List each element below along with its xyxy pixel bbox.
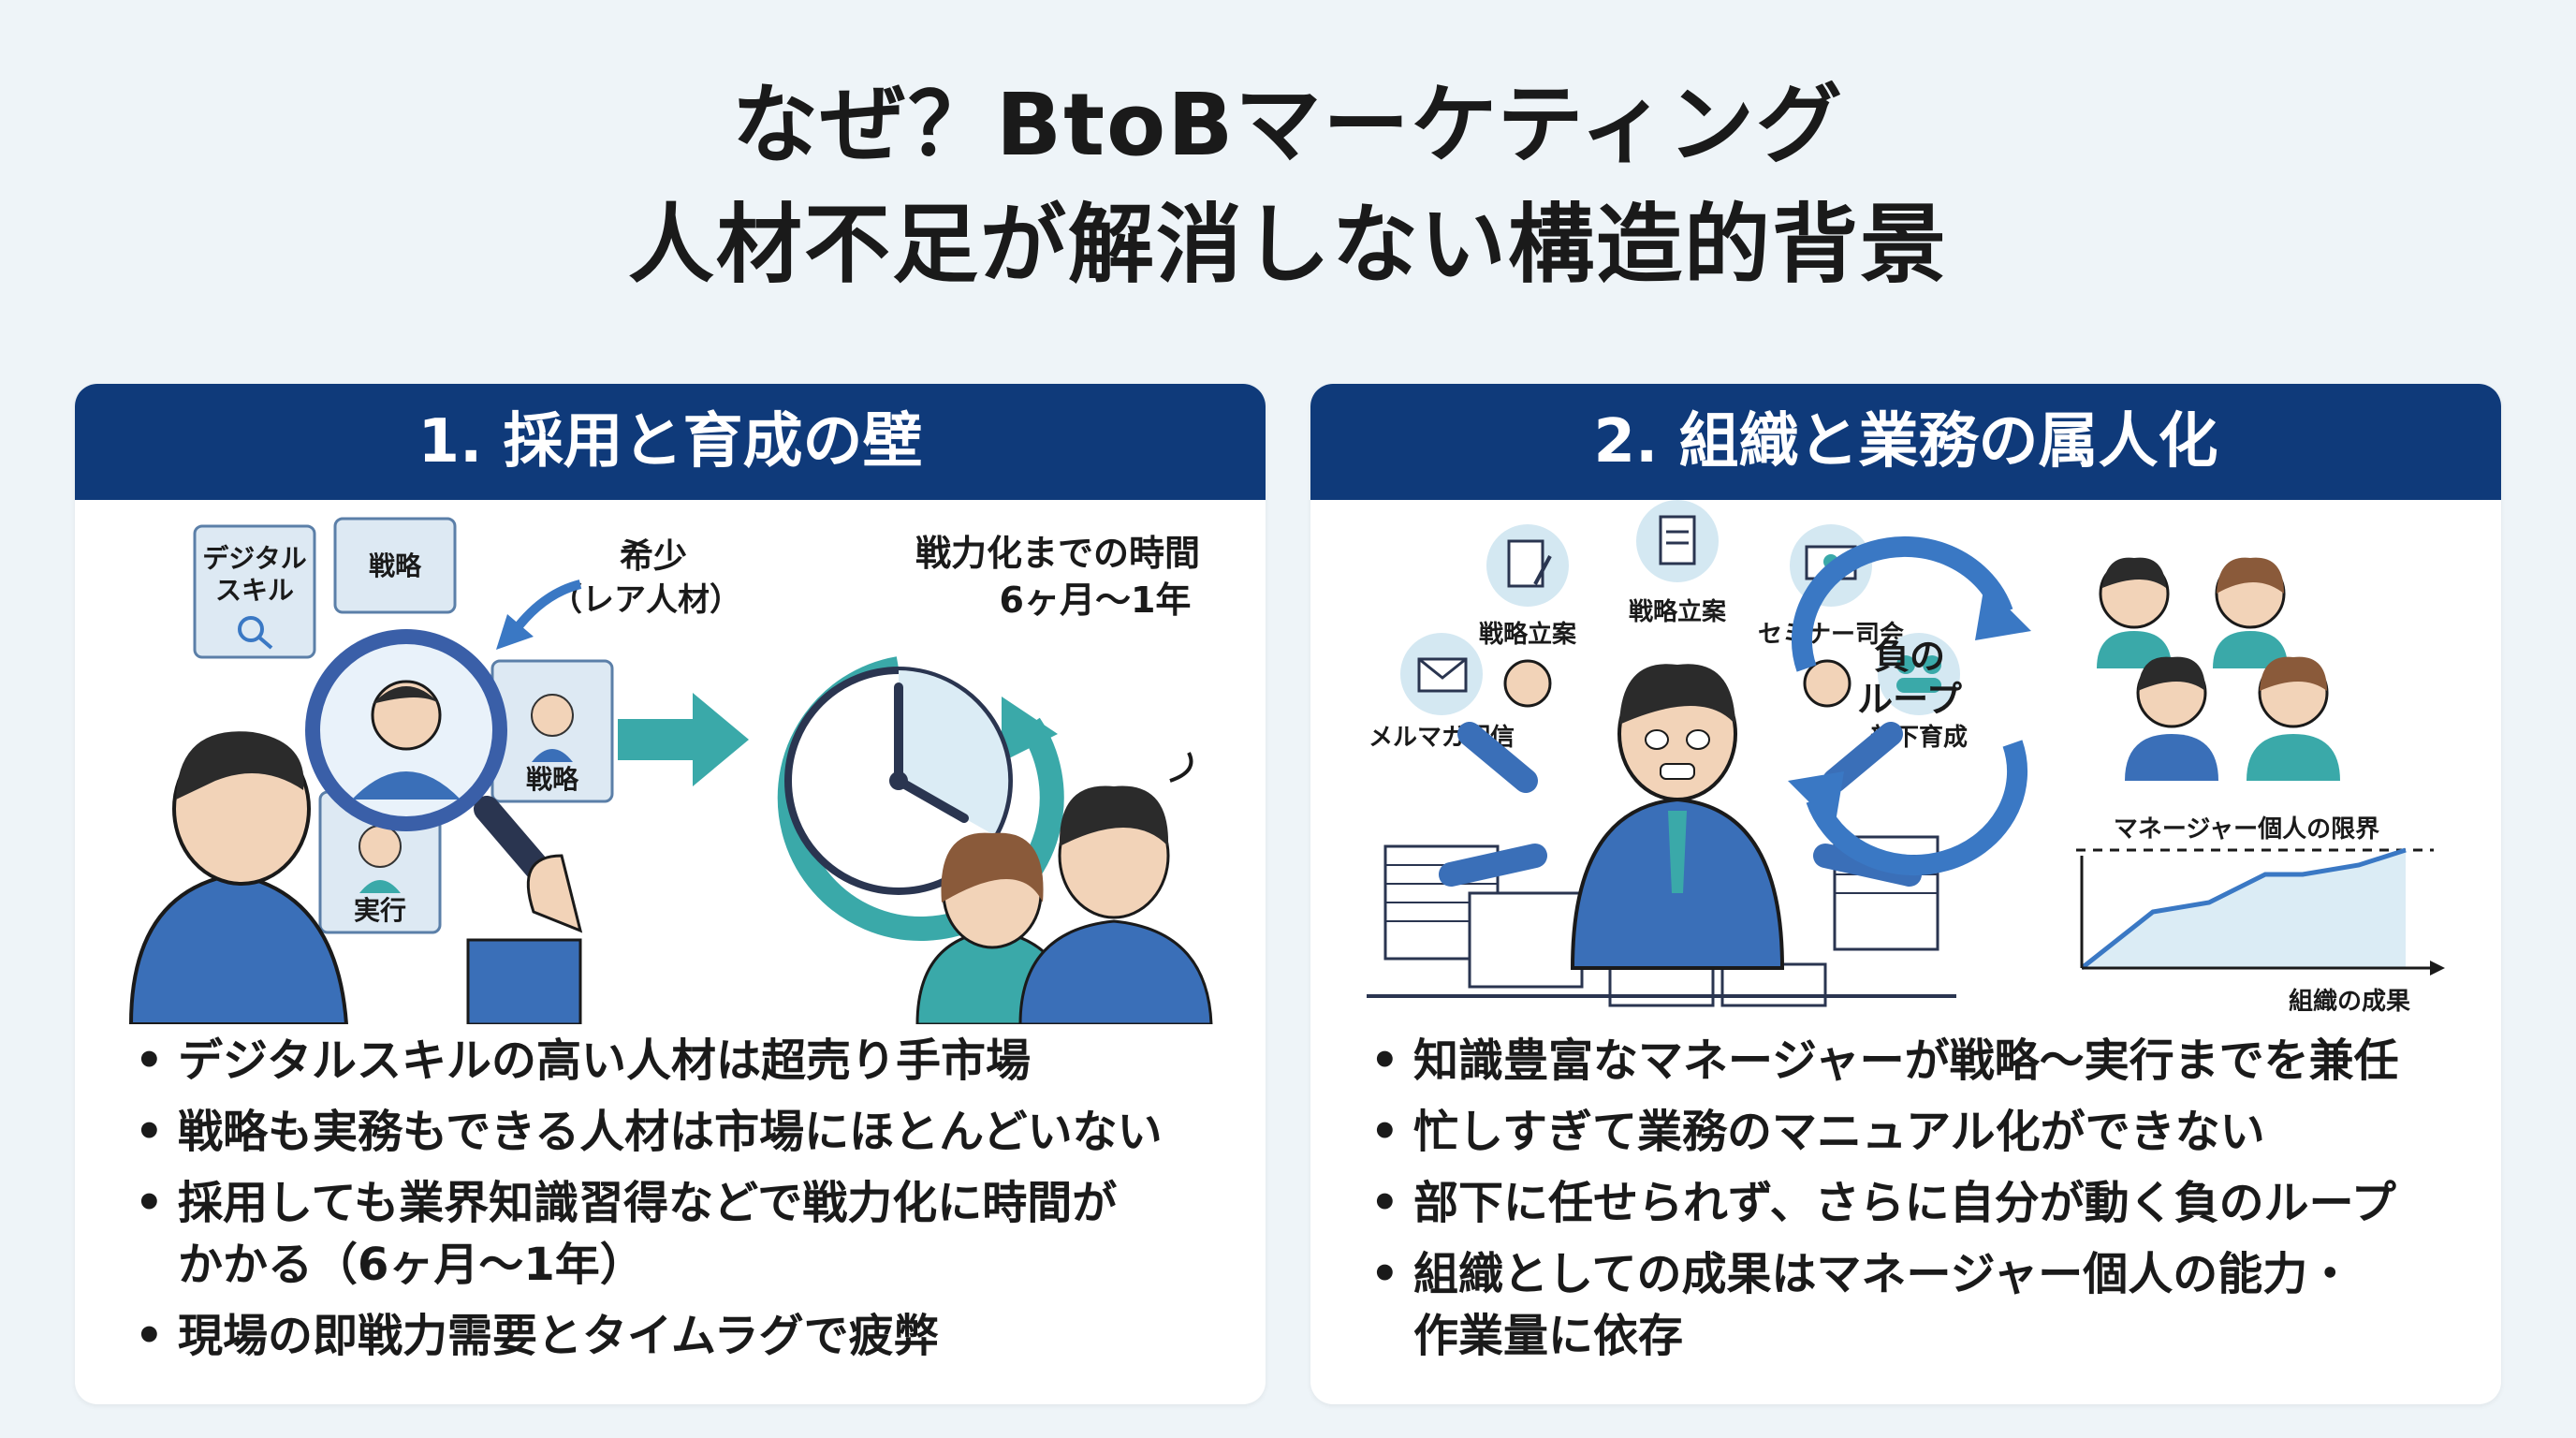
card-digital-skill: デジタル スキル bbox=[193, 524, 316, 659]
svg-text:戦略: 戦略 bbox=[369, 550, 422, 581]
svg-text:戦略立案: 戦略立案 bbox=[1629, 597, 1727, 626]
loop-label-1: 負の bbox=[1874, 636, 1945, 677]
limit-chart: マネージャー個人の限界 組織の成果 bbox=[2076, 815, 2445, 1016]
panel-header-organization: 2. 組織と業務の属人化 bbox=[1310, 384, 2501, 500]
list-item: 戦略も実務もできる人材は市場にほとんどいない bbox=[131, 1101, 1236, 1163]
list-item: デジタルスキルの高い人材は超売り手市場 bbox=[131, 1030, 1236, 1092]
panel-recruitment: 1. 採用と育成の壁 デジタル スキル 戦略 戦略 bbox=[75, 384, 1266, 1404]
rare-label: 希少 bbox=[620, 537, 687, 576]
chart-x-label: 組織の成果 bbox=[2289, 987, 2410, 1016]
recruitment-bullet-list: デジタルスキルの高い人材は超売り手市場 戦略も実務もできる人材は市場にほとんどい… bbox=[131, 1030, 1236, 1376]
recruiter-figure bbox=[128, 731, 349, 1026]
loop-arrows-icon: 負の ループ bbox=[1788, 536, 2031, 876]
card-strategy-right: 戦略 bbox=[490, 659, 614, 803]
clock-icon bbox=[777, 656, 1064, 941]
time-label: 戦力化までの時間 bbox=[915, 533, 1200, 574]
svg-text:実行: 実行 bbox=[354, 895, 406, 926]
loop-label-2: ループ bbox=[1857, 679, 1962, 720]
subordinates-group bbox=[2097, 557, 2340, 781]
list-item: 忙しすぎて業務のマニュアル化ができない bbox=[1367, 1101, 2471, 1163]
magnifier-icon bbox=[305, 629, 583, 1026]
document-edit-icon: 戦略立案 bbox=[1479, 524, 1577, 649]
panel-header-recruitment: 1. 採用と育成の壁 bbox=[75, 384, 1266, 500]
panel-organization: 2. 組織と業務の属人化 戦略立案 戦略立案 セミナー司会 bbox=[1310, 384, 2501, 1404]
arrow-right-icon bbox=[618, 693, 749, 786]
curved-arrow-icon bbox=[511, 580, 582, 635]
svg-text:戦略: 戦略 bbox=[526, 764, 579, 795]
svg-text:デジタル: デジタル bbox=[202, 543, 306, 574]
list-item-continuation: かかる（6ヶ月〜1年） bbox=[178, 1239, 645, 1291]
list-item-continuation: 作業量に依存 bbox=[1413, 1310, 1684, 1362]
svg-text:スキル: スキル bbox=[215, 575, 294, 606]
overloaded-manager bbox=[1439, 659, 1922, 970]
time-value: 6ヶ月〜1年 bbox=[1000, 580, 1192, 621]
organization-bullet-list: 知識豊富なマネージャーが戦略〜実行までを兼任 忙しすぎて業務のマニュアル化ができ… bbox=[1367, 1030, 2471, 1376]
worried-employees bbox=[915, 752, 1213, 1026]
chart-limit-label: マネージャー個人の限界 bbox=[2114, 815, 2379, 844]
list-item: 部下に任せられず、さらに自分が動く負のループ bbox=[1367, 1172, 2471, 1234]
search-icon bbox=[238, 616, 264, 642]
title-line-2: 人材不足が解消しない構造的背景 bbox=[627, 195, 1948, 295]
list-item: 採用しても業界知識習得などで戦力化に時間が bbox=[131, 1172, 1236, 1234]
mail-icon: メルマガ配信 bbox=[1368, 633, 1515, 752]
card-strategy-top: 戦略 bbox=[333, 517, 457, 614]
illustration-recruitment: デジタル スキル 戦略 戦略 実行 bbox=[75, 500, 1266, 1026]
list-item: 組織としての成果はマネージャー個人の能力・ bbox=[1367, 1243, 2471, 1305]
title-line-1: なぜ？BtoBマーケティング bbox=[731, 75, 1845, 175]
svg-text:セミナー司会: セミナー司会 bbox=[1758, 621, 1904, 649]
page-title: なぜ？BtoBマーケティング 人材不足が解消しない構造的背景 bbox=[0, 66, 2576, 305]
document-icon: 戦略立案 bbox=[1629, 500, 1727, 626]
rare-sublabel: （レア人材） bbox=[550, 581, 741, 619]
illustration-organization: 戦略立案 戦略立案 セミナー司会 メルマガ配信 bbox=[1310, 500, 2501, 1024]
list-item: 現場の即戦力需要とタイムラグで疲弊 bbox=[131, 1305, 1236, 1367]
list-item: 知識豊富なマネージャーが戦略〜実行までを兼任 bbox=[1367, 1030, 2471, 1092]
svg-text:戦略立案: 戦略立案 bbox=[1479, 620, 1577, 649]
